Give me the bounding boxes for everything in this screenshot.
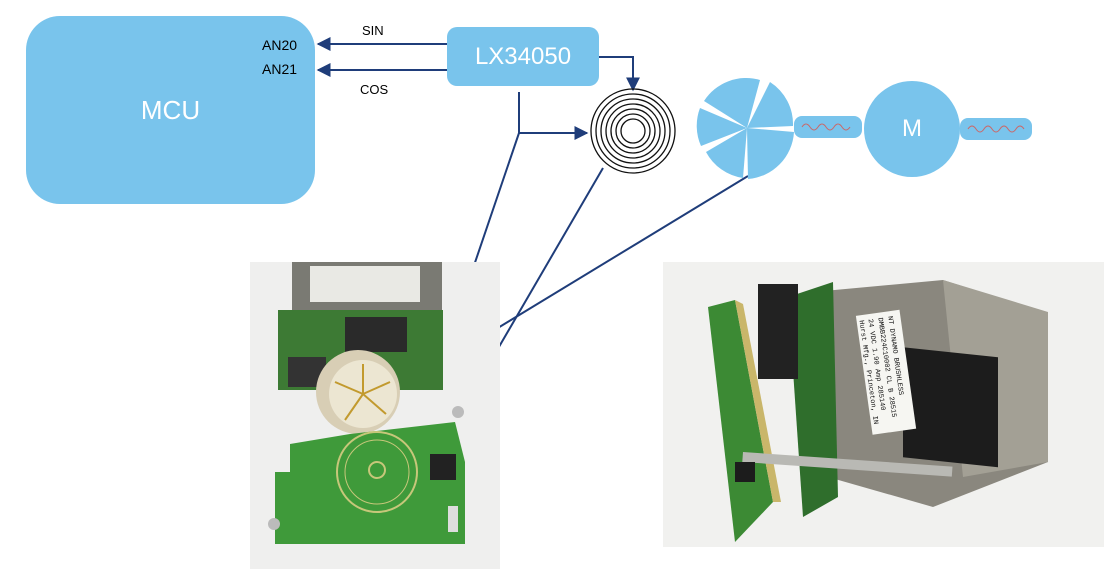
- pin-an21: AN21: [262, 61, 298, 77]
- pin-an20: AN20: [262, 37, 298, 53]
- motor-label: M: [902, 115, 922, 142]
- chip-to-coil-feed-arrow: [518, 92, 589, 140]
- photo-motor-pcb: [250, 262, 500, 569]
- mcu-block: MCU: [26, 16, 315, 204]
- photo-motor-pcb-illustration: [250, 262, 500, 569]
- chip-label: LX34050: [474, 42, 572, 70]
- shaft-left: [794, 116, 862, 138]
- lx34050-block: LX34050: [447, 27, 599, 86]
- signal-sin: SIN: [362, 23, 384, 38]
- photo-assembled-module-illustration: NT DYNAMO BRUSHLESS DMBB224C10002 CL B 2…: [663, 262, 1104, 547]
- chip-to-coil-arrow: [599, 56, 640, 92]
- motor-block: M: [864, 81, 960, 177]
- sensing-coil: [590, 88, 676, 174]
- mcu-label: MCU: [140, 94, 201, 125]
- rotor-target: [696, 78, 794, 179]
- photo-assembled-module: NT DYNAMO BRUSHLESS DMBB224C10002 CL B 2…: [663, 262, 1104, 547]
- shaft-right: [960, 118, 1032, 140]
- signal-cos: COS: [360, 82, 389, 97]
